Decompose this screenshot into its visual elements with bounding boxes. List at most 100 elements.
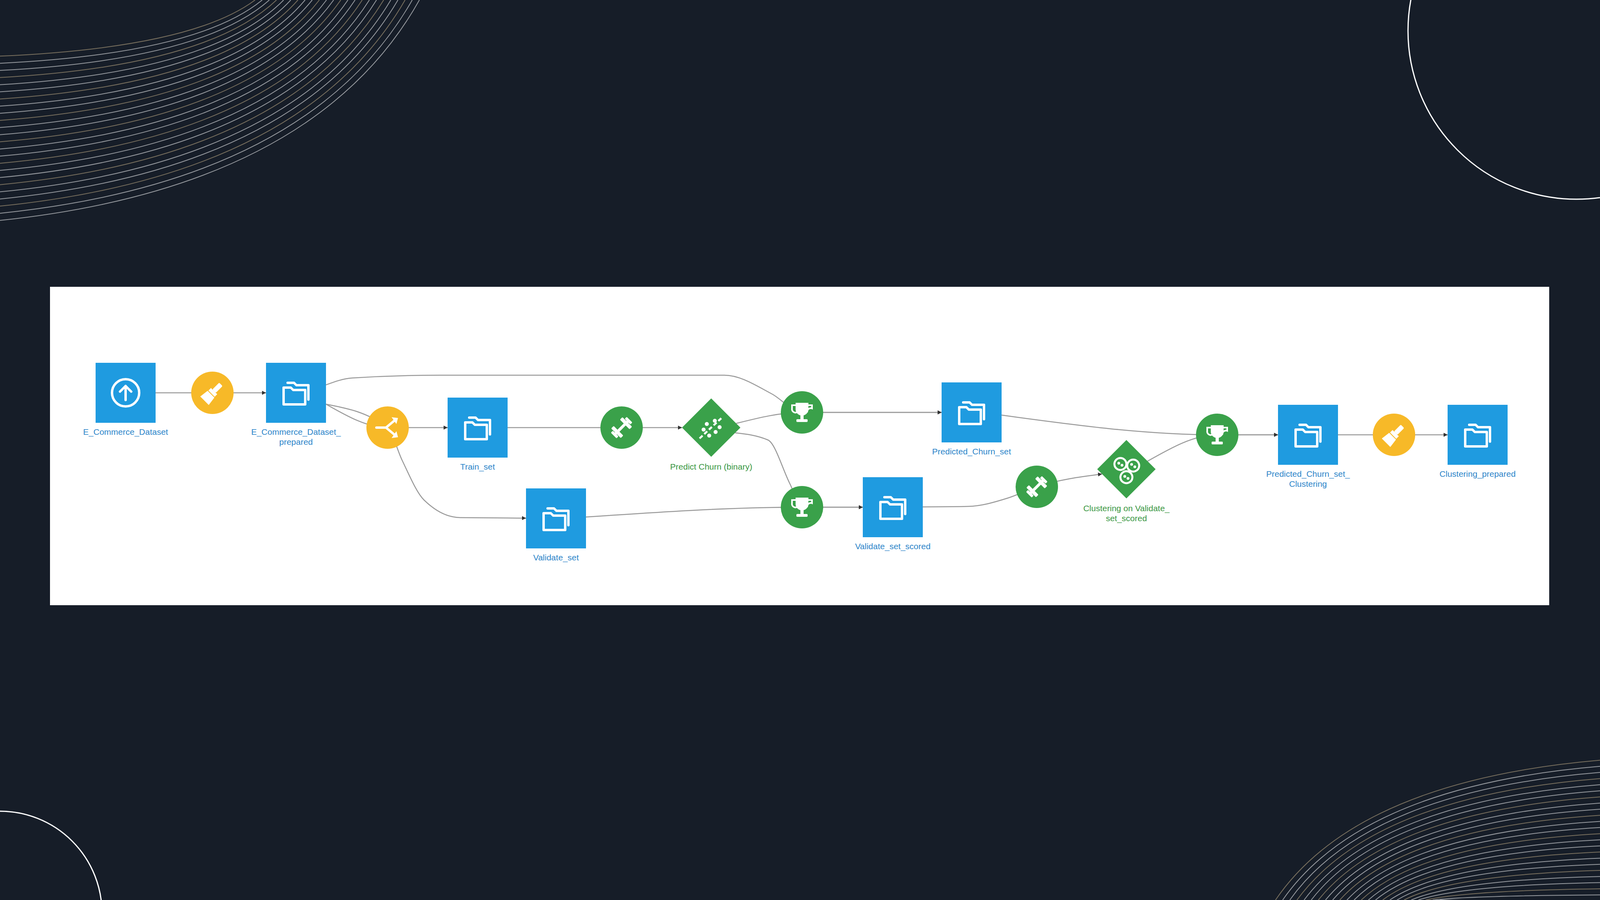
recipe-train xyxy=(1015,465,1058,508)
dataset-icon xyxy=(862,477,923,538)
recipe-circle xyxy=(1015,465,1058,508)
decor-line xyxy=(1368,839,1600,900)
dataset-box xyxy=(1278,404,1338,465)
recipe-icon xyxy=(376,417,398,438)
upload-icon xyxy=(95,362,156,423)
recipe-circle xyxy=(191,371,234,414)
dataset-node: Predicted_Churn_set_ Clustering xyxy=(1252,404,1364,489)
recipe-circle xyxy=(780,486,824,529)
flow-connector xyxy=(922,474,1102,507)
model-diamond xyxy=(1096,439,1157,500)
model-diamond-shape xyxy=(1096,439,1157,500)
recipe-trophy xyxy=(780,391,824,434)
decor-line xyxy=(0,0,306,106)
recipe-circle xyxy=(366,406,409,449)
decor-line xyxy=(1339,815,1600,900)
recipe-split xyxy=(366,406,409,449)
icon-folder xyxy=(283,387,306,405)
model-node: Predict Churn (binary) xyxy=(668,397,755,472)
dataset-icon xyxy=(1278,404,1338,465)
decor-line xyxy=(0,0,398,199)
dataset-node: Validate_set xyxy=(524,488,588,563)
dataset-node: Clustering_prepared xyxy=(1437,404,1518,479)
recipe-brush xyxy=(1372,413,1416,456)
dataset-box xyxy=(862,477,923,538)
flow-connector xyxy=(507,427,682,429)
decor-line xyxy=(0,0,363,164)
decor-line xyxy=(0,0,313,114)
decor-line xyxy=(1282,766,1600,900)
decor-line xyxy=(0,0,356,156)
dataset-box xyxy=(941,382,1002,443)
decor-line xyxy=(1418,882,1600,900)
recipe-brush xyxy=(191,371,234,414)
recipe-circle xyxy=(1196,413,1239,456)
node-label: Predict Churn (binary) xyxy=(670,461,752,472)
node-label: Clustering on Validate_ set_scored xyxy=(1072,503,1181,524)
node-label: Predicted_Churn_set xyxy=(932,446,1011,457)
recipe-trophy xyxy=(1196,413,1239,456)
decor-line xyxy=(1354,827,1600,900)
recipe-icon xyxy=(200,380,226,405)
decor-line xyxy=(1304,784,1600,900)
decor-line xyxy=(1382,852,1600,900)
decor-circle xyxy=(1408,0,1600,200)
decor-line xyxy=(0,0,348,149)
decor-circle xyxy=(0,811,102,900)
dataset-icon xyxy=(266,362,326,423)
dataset-box xyxy=(95,362,156,423)
decor-line xyxy=(0,0,263,64)
decor-line xyxy=(1275,760,1600,900)
model-node: Clustering on Validate_ set_scored xyxy=(1070,439,1183,524)
decor-line xyxy=(1289,772,1600,900)
dataset-node: E_Commerce_Dataset_ prepared xyxy=(240,362,352,447)
decor-line xyxy=(1361,833,1600,900)
icon-folder xyxy=(1295,429,1318,447)
decor-line xyxy=(1389,858,1600,900)
decor-line xyxy=(0,0,327,128)
dataset-node: Predicted_Churn_set xyxy=(930,382,1014,457)
recipe-train xyxy=(600,406,643,449)
decor-line xyxy=(1432,894,1600,900)
dataset-icon xyxy=(447,397,508,458)
recipe-icon xyxy=(608,414,635,441)
decor-line xyxy=(0,0,256,56)
node-label: Validate_set xyxy=(533,552,579,563)
icon-dots xyxy=(1117,462,1137,480)
decor-line xyxy=(0,0,391,192)
dataset-node: Validate_set_scored xyxy=(853,477,933,552)
decor-line xyxy=(1425,888,1600,900)
dataset-box xyxy=(447,397,508,458)
recipe-circle xyxy=(780,391,824,434)
recipe-icon xyxy=(1207,425,1228,445)
icon-folder xyxy=(959,407,981,424)
decor-line xyxy=(1318,796,1600,900)
decor-line xyxy=(1411,876,1600,900)
icon-arrow xyxy=(120,386,132,400)
decor-line xyxy=(1296,778,1600,900)
flow-connector xyxy=(736,412,942,424)
node-label: Validate_set_scored xyxy=(855,541,931,552)
decor-line xyxy=(0,0,270,71)
dataset-node: E_Commerce_Dataset xyxy=(81,362,171,437)
dataset-icon xyxy=(1447,404,1508,465)
dataset-box xyxy=(526,488,586,549)
recipe-circle xyxy=(1372,413,1416,456)
recipe-icon xyxy=(792,402,812,422)
dataset-icon xyxy=(941,382,1002,443)
icon-folder xyxy=(543,513,566,530)
decor-line xyxy=(0,0,370,171)
dataset-icon xyxy=(526,488,586,549)
icon-folder xyxy=(880,502,902,519)
recipe-icon xyxy=(792,497,812,517)
recipe-trophy xyxy=(780,486,824,529)
icon-dots xyxy=(701,418,722,438)
dataset-box xyxy=(1447,404,1508,465)
decor-line xyxy=(1404,870,1600,900)
recipe-icon xyxy=(1024,474,1050,500)
decor-line xyxy=(1396,864,1600,900)
